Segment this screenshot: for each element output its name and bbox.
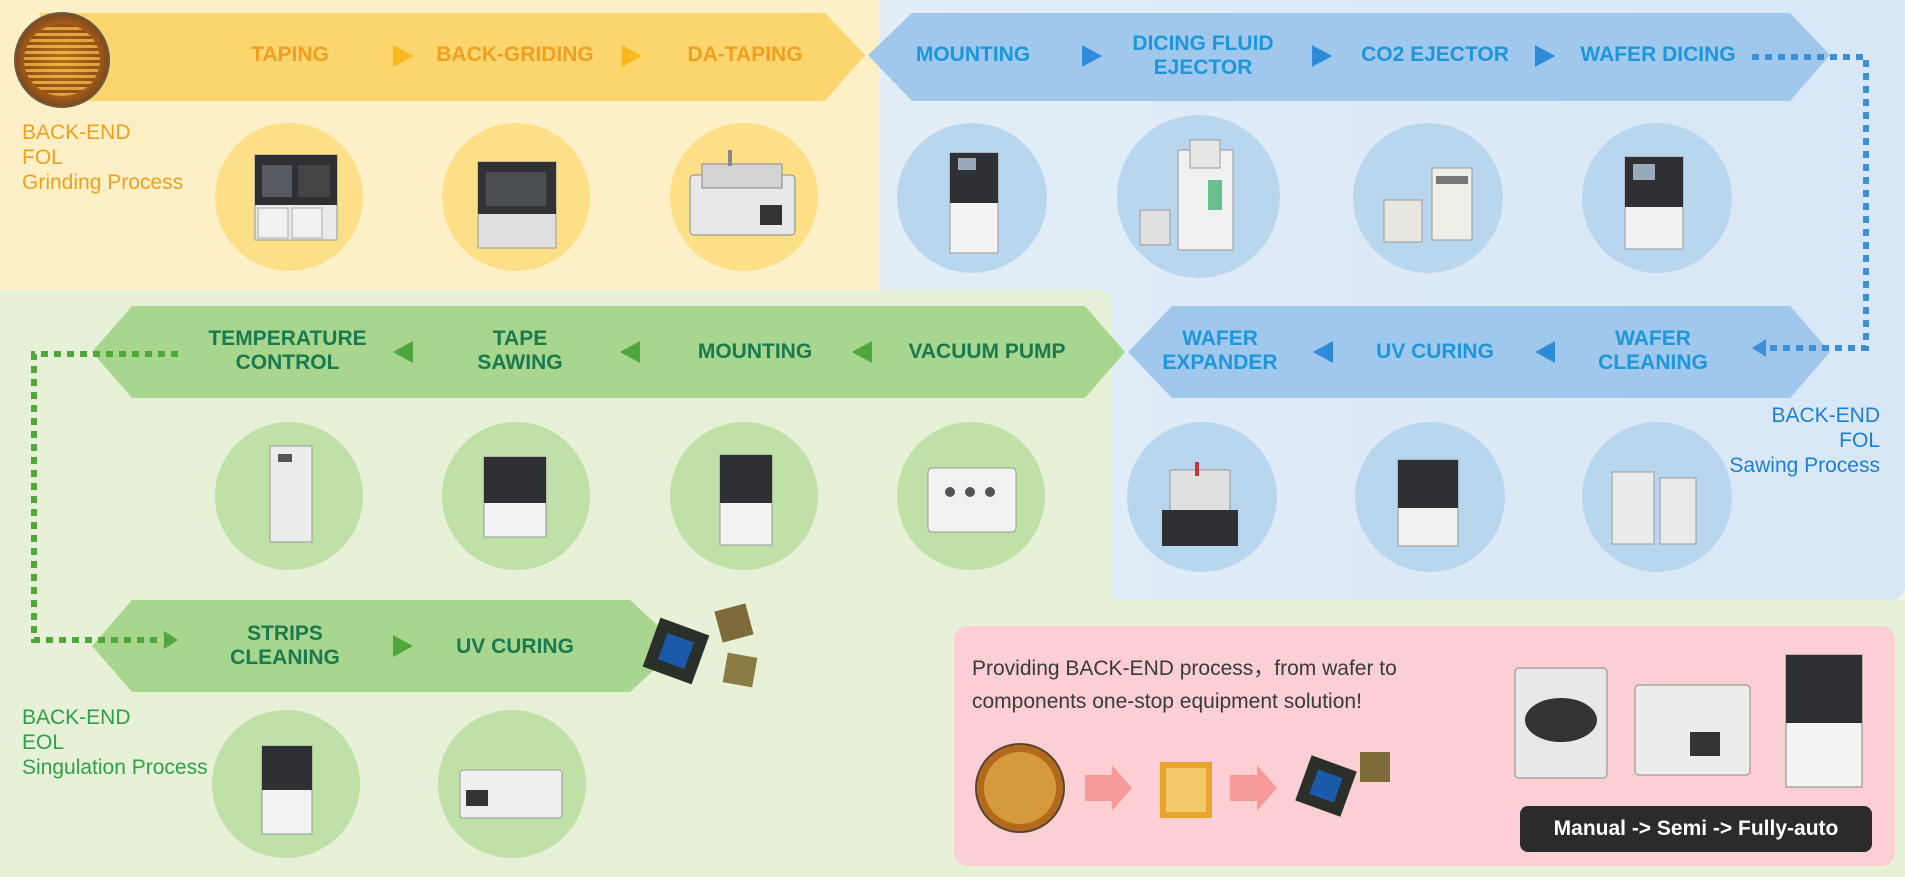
strips-cleaning-machine-icon [261, 745, 313, 835]
arrow-right-icon [393, 635, 413, 657]
step-co2-ejector: CO2 EJECTOR [1361, 43, 1509, 66]
strip-small-icon [1160, 762, 1212, 818]
arrow-right-icon [393, 45, 413, 67]
mounting-machine-icon-green [719, 454, 773, 546]
step-taping: TAPING [251, 43, 329, 66]
wafer-icon [14, 12, 110, 108]
wafer-cleaning-circle [1582, 422, 1732, 572]
back-grinding-machine-icon [477, 161, 557, 249]
chip-components-icon [642, 603, 758, 688]
arrow-pink-icon [1230, 765, 1277, 811]
semi-auto-machine-icon [1634, 684, 1751, 776]
arrow-left-icon [393, 341, 413, 363]
wafer-expander-icon [1162, 462, 1238, 546]
wafer-small-icon [975, 743, 1065, 833]
arrow-left-icon [1535, 341, 1555, 363]
step-dicing-fluid-ejector: DICING FLUID EJECTOR [1132, 32, 1274, 79]
step-mounting: MOUNTING [915, 43, 1031, 66]
step-wafer-dicing: WAFER DICING [1580, 43, 1736, 66]
temperature-control-cabinet-icon [269, 445, 313, 543]
singulation-bottom-band [92, 600, 680, 692]
dicing-fluid-ejector-icon [1139, 139, 1234, 251]
step-back-griding: BACK-GRIDING [436, 43, 594, 66]
info-text-line-1: Providing BACK-END process，from wafer to [972, 657, 1397, 680]
connector-arrowhead-green [164, 631, 178, 649]
arrow-left-icon [1313, 341, 1333, 363]
wafer-cleaning-machine-icon [1611, 471, 1697, 545]
step-uv-curing-blue: UV CURING [1376, 340, 1494, 363]
automation-level-pill: Manual -> Semi -> Fully-auto [1520, 806, 1872, 852]
grinding-band [40, 13, 865, 101]
wafer-dicing-machine-icon [1624, 156, 1684, 250]
arrow-left-icon [852, 341, 872, 363]
uv-curing-oven-icon [459, 769, 563, 819]
da-taping-machine-icon [689, 150, 796, 236]
step-da-taping: DA-TAPING [687, 43, 803, 66]
section-label-sawing: BACK-END FOL Sawing Process [1729, 404, 1880, 477]
arrow-right-icon [1082, 45, 1102, 67]
manual-machine-icon [1514, 667, 1608, 779]
arrow-right-icon [622, 45, 642, 67]
step-vacuum-pump: VACUUM PUMP [908, 340, 1066, 363]
step-uv-curing-green: UV CURING [456, 635, 574, 658]
mounting-machine-icon [949, 152, 999, 254]
arrow-right-icon [1535, 45, 1555, 67]
step-strips-cleaning: STRIPS CLEANING [230, 622, 340, 669]
step-wafer-expander: WAFER EXPANDER [1162, 327, 1278, 374]
connector-dotted-green [31, 351, 178, 643]
taping-machine-icon [254, 154, 338, 241]
connector-dotted-blue [1752, 54, 1869, 351]
fully-auto-machine-icon [1785, 654, 1863, 788]
info-text-line-2: components one-stop equipment solution! [972, 690, 1362, 713]
arrow-left-icon [620, 341, 640, 363]
step-wafer-cleaning: WAFER CLEANING [1598, 327, 1708, 374]
step-tape-sawing: TAPE SAWING [477, 327, 563, 374]
chip-small-icon [1295, 752, 1390, 817]
co2-ejector-circle [1353, 123, 1503, 273]
uv-curing-machine-icon [1397, 459, 1459, 547]
co2-ejector-icon [1383, 167, 1473, 243]
step-mounting-green: MOUNTING [697, 340, 813, 363]
section-label-grinding: BACK-END FOL Grinding Process [22, 121, 184, 194]
step-temperature-control: TEMPERATURE CONTROL [208, 327, 367, 374]
tape-sawing-machine-icon [483, 456, 547, 538]
sawing-top-band [868, 13, 1830, 101]
section-label-singulation: BACK-END EOL Singulation Process [22, 706, 208, 779]
vacuum-pump-icon [927, 467, 1017, 533]
singulation-top-band [92, 306, 1125, 398]
arrow-pink-icon [1085, 765, 1132, 811]
connector-arrowhead-blue [1752, 339, 1766, 357]
arrow-right-icon [1312, 45, 1332, 67]
sawing-bottom-band [1128, 306, 1830, 398]
